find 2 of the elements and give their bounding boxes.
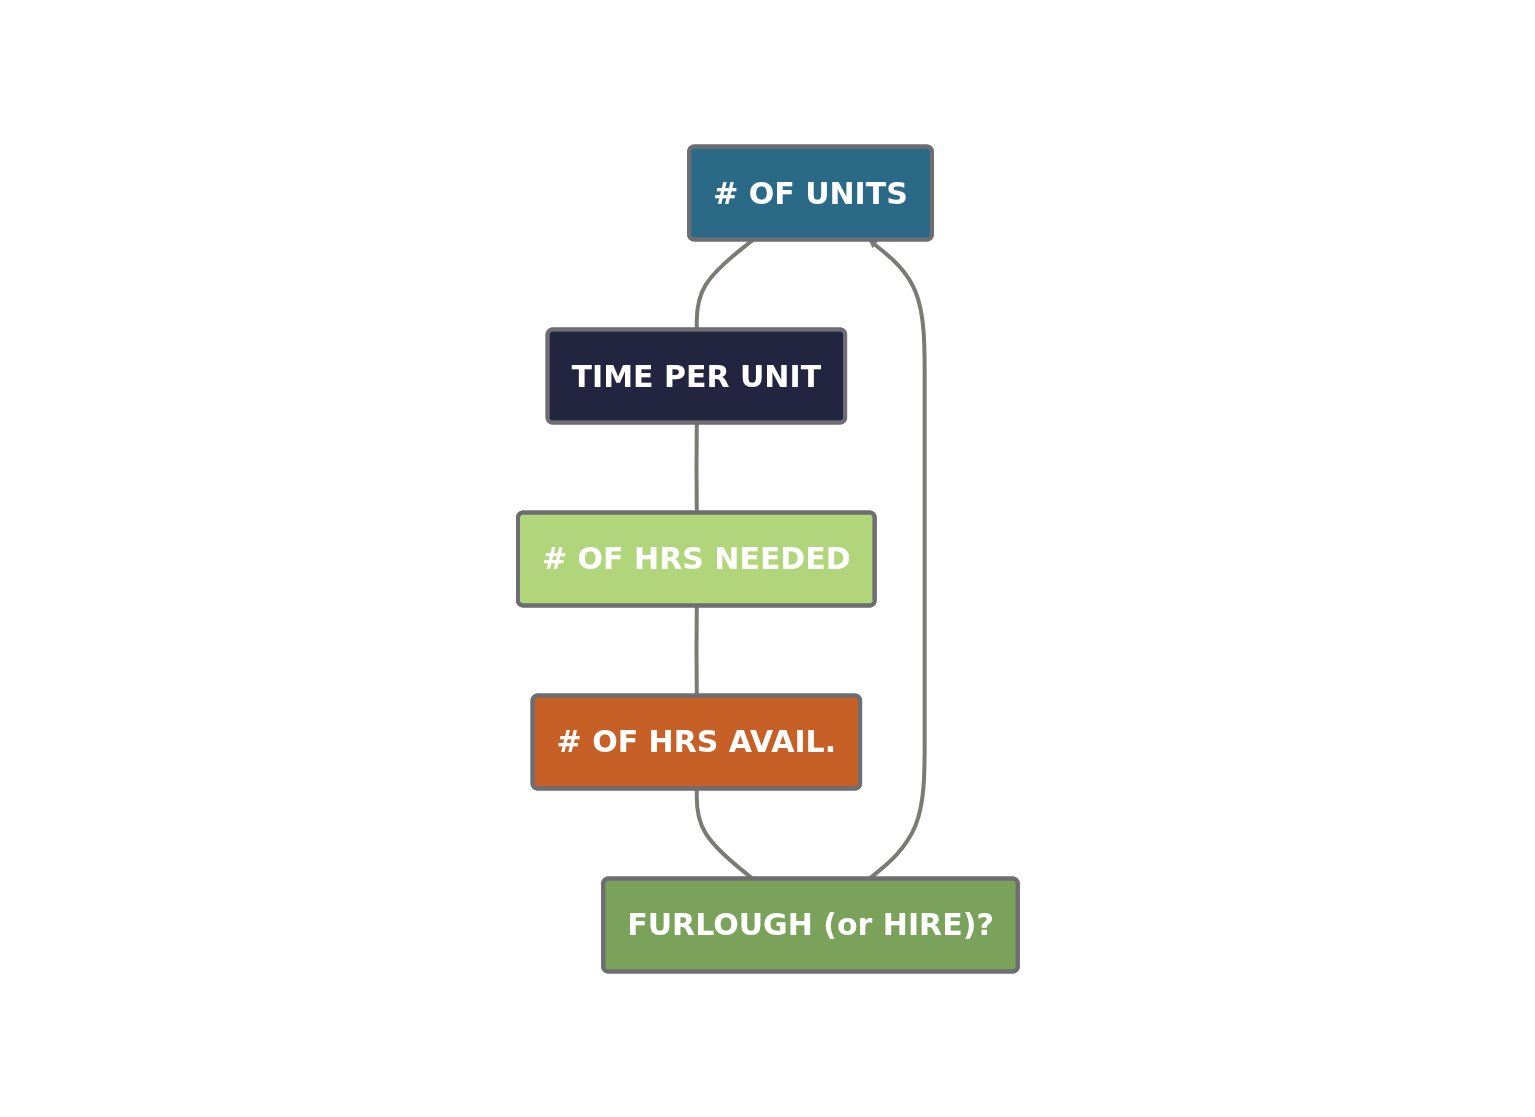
connector: [694, 605, 699, 696]
connector: [694, 422, 699, 513]
